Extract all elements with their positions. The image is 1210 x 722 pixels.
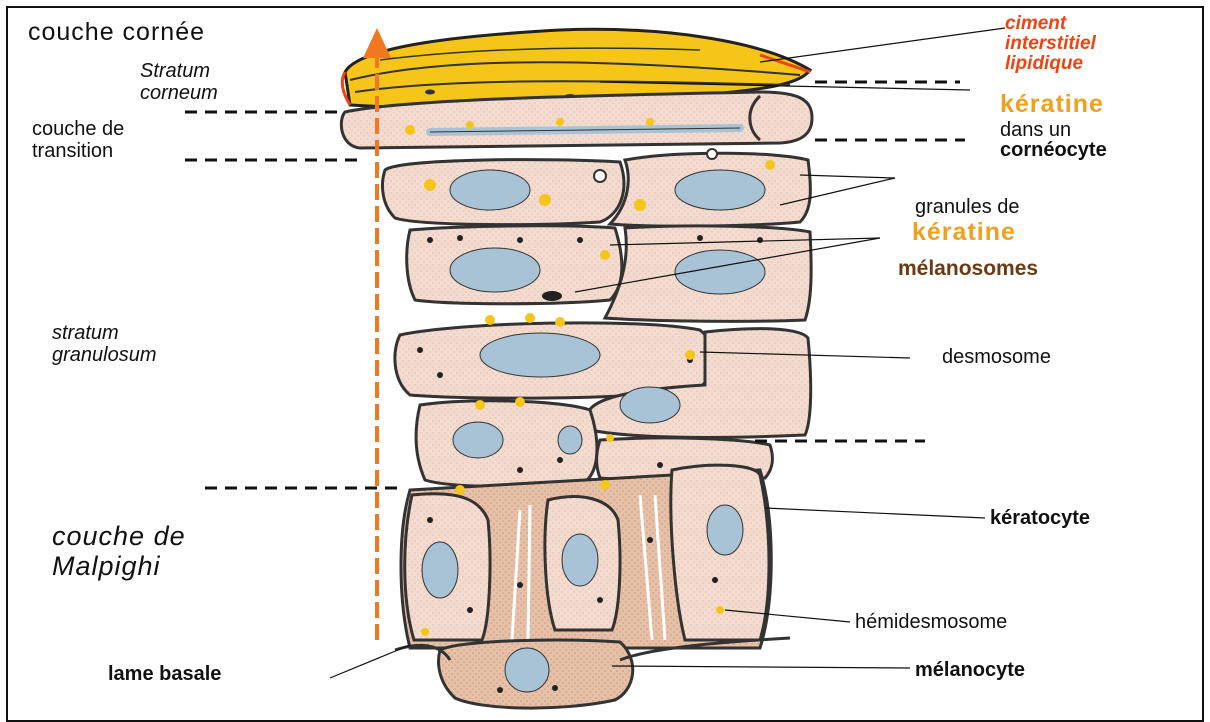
spinous-cells — [395, 323, 811, 486]
label-dans-un: dans un — [1000, 120, 1071, 140]
label-ciment-interstitiel: ciment interstitiel lipidique — [1005, 14, 1096, 74]
label-melanosomes: mélanosomes — [898, 258, 1038, 279]
basal-cells — [395, 465, 790, 708]
label-granules-de: granules de — [915, 197, 1020, 217]
label-corneocyte: cornéocyte — [1000, 140, 1107, 160]
label-desmosome: desmosome — [942, 347, 1051, 367]
label-lame-basale: lame basale — [108, 664, 221, 684]
label-stratum-corneum: Stratum corneum — [140, 60, 218, 104]
label-hemidesmosome: hémidesmosome — [855, 612, 1007, 632]
label-keratine-granules: kératine — [912, 220, 1016, 245]
label-couche-malpighi: couche de Malpighi — [52, 522, 186, 581]
label-keratocyte: kératocyte — [990, 508, 1090, 528]
label-keratine: kératine — [1000, 92, 1104, 117]
label-stratum-granulosum: stratum granulosum — [52, 322, 157, 366]
label-couche-cornee: couche cornée — [28, 20, 205, 45]
label-melanocyte: mélanocyte — [915, 660, 1025, 680]
label-couche-transition: couche de transition — [32, 118, 124, 162]
granular-cells — [382, 149, 811, 321]
